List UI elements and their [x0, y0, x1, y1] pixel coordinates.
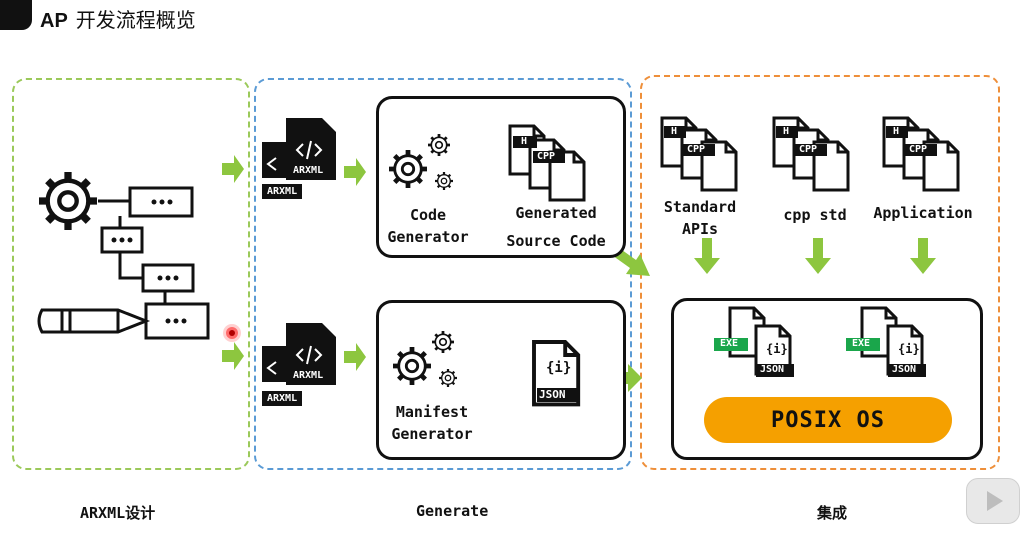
standard-apis-label: Standard APIs — [663, 198, 737, 238]
generated-source-label: Generated Source Code — [506, 204, 606, 250]
arxml-inner-top: ARXML — [293, 165, 324, 176]
cpp-std-label: cpp std — [783, 206, 847, 224]
settings-gear-icon — [39, 172, 97, 230]
json-tag-right: JSON — [892, 364, 917, 375]
arxml-tag-top: ARXML — [262, 184, 303, 199]
h-tag-gen: H — [521, 136, 528, 147]
json-braces-left: {i} — [766, 342, 788, 356]
code-generator-label: Code Generator — [387, 206, 469, 246]
posix-os-bar: POSIX OS — [704, 397, 952, 443]
h-tag-app: H — [893, 126, 900, 137]
pencil-icon — [37, 308, 151, 334]
arxml-inner-bottom: ARXML — [293, 370, 324, 381]
application-label: Application — [873, 204, 973, 222]
arxml-design-panel — [12, 78, 250, 470]
arxml-file-icon-top — [262, 118, 336, 180]
app-logo — [0, 0, 32, 30]
manifest-generator-label: Manifest Generator — [391, 403, 473, 443]
page-title: AP 开发流程概览 — [40, 4, 196, 33]
json-braces: {i} — [546, 360, 572, 376]
title-rest: 开发流程概览 — [75, 10, 196, 32]
integrate-caption: 集成 — [817, 504, 848, 522]
json-tag-left: JSON — [760, 364, 785, 375]
cpp-tag-app: CPP — [909, 144, 928, 155]
exe-tag-right: EXE — [852, 338, 871, 349]
generate-caption: Generate — [416, 502, 489, 520]
cpp-tag-gen: CPP — [537, 151, 556, 162]
json-label-gen: JSON — [539, 388, 566, 401]
cpp-tag-std: CPP — [687, 144, 706, 155]
arxml-tag-bottom: ARXML — [262, 391, 303, 406]
json-braces-right: {i} — [898, 342, 920, 356]
cpp-tag-cppstd: CPP — [799, 144, 818, 155]
pointer-dot — [226, 327, 238, 339]
title-bold: AP — [40, 10, 68, 32]
h-tag-cppstd: H — [783, 126, 790, 137]
h-tag-std: H — [671, 126, 678, 137]
arxml-design-caption: ARXML设计 — [80, 504, 156, 522]
play-button[interactable] — [966, 478, 1020, 524]
exe-tag-left: EXE — [720, 338, 739, 349]
